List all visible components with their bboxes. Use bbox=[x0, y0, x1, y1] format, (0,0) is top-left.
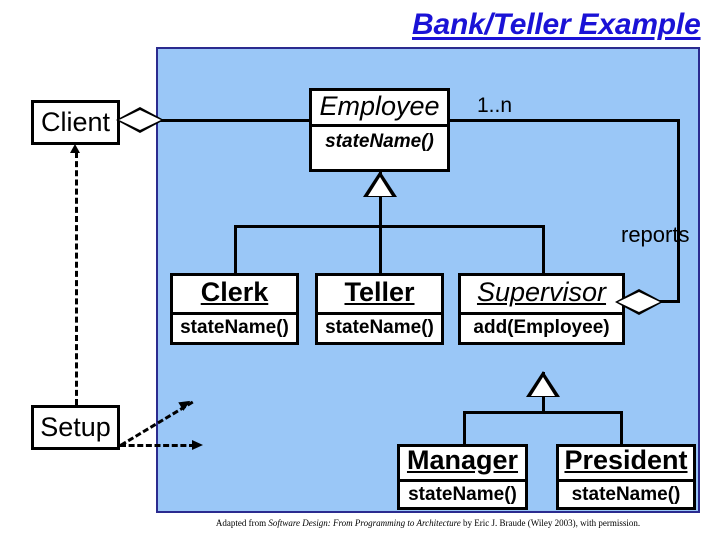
generalization-branch-supervisor bbox=[542, 225, 545, 273]
generalization-branch-manager bbox=[463, 411, 466, 444]
generalization-bus-employee bbox=[234, 225, 545, 228]
class-ops-clerk: stateName() bbox=[180, 317, 289, 338]
class-divider-clerk bbox=[173, 312, 296, 315]
aggregation-diamond-supervisor bbox=[615, 289, 663, 315]
class-divider-teller bbox=[318, 312, 441, 315]
dependency-arrowhead-client bbox=[70, 144, 80, 153]
class-name-setup: Setup bbox=[40, 412, 111, 442]
class-box-manager[interactable]: Manager stateName() bbox=[397, 444, 528, 510]
dependency-line-setup-teller bbox=[120, 444, 195, 447]
aggregation-diamond-client bbox=[116, 107, 164, 133]
footer-book-title: Software Design: From Programming to Arc… bbox=[268, 518, 461, 528]
dependency-line-setup-client bbox=[75, 152, 78, 405]
class-divider-manager bbox=[400, 479, 525, 482]
reports-label: reports bbox=[621, 222, 690, 247]
dependency-arrowhead-teller bbox=[192, 440, 203, 450]
class-name-clerk: Clerk bbox=[200, 277, 269, 307]
class-name-employee: Employee bbox=[319, 91, 440, 121]
class-name-teller: Teller bbox=[344, 277, 415, 307]
class-divider-supervisor bbox=[461, 312, 622, 315]
class-box-setup[interactable]: Setup bbox=[31, 405, 120, 450]
class-ops-teller: stateName() bbox=[325, 317, 434, 338]
class-name-manager: Manager bbox=[406, 445, 519, 475]
class-box-client[interactable]: Client bbox=[31, 100, 120, 145]
reports-line-vertical bbox=[677, 119, 680, 303]
class-box-clerk[interactable]: Clerk stateName() bbox=[170, 273, 299, 345]
generalization-branch-clerk bbox=[234, 225, 237, 273]
class-divider-president bbox=[559, 479, 693, 482]
footer-prefix: Adapted from bbox=[215, 518, 269, 528]
class-name-president: President bbox=[564, 445, 688, 475]
class-ops-president: stateName() bbox=[571, 484, 681, 505]
footer-suffix: by Eric J. Braude (Wiley 2003), with per… bbox=[460, 518, 641, 528]
class-name-client: Client bbox=[40, 107, 111, 137]
attribution-footer: Adapted from Software Design: From Progr… bbox=[156, 518, 700, 528]
class-box-employee[interactable]: Employee stateName() bbox=[309, 88, 450, 172]
class-ops-manager: stateName() bbox=[408, 484, 517, 505]
class-ops-employee: stateName() bbox=[325, 131, 434, 152]
class-box-supervisor[interactable]: Supervisor add(Employee) bbox=[458, 273, 625, 345]
class-box-president[interactable]: President stateName() bbox=[556, 444, 696, 510]
class-ops-supervisor: add(Employee) bbox=[473, 317, 610, 338]
class-name-supervisor: Supervisor bbox=[476, 277, 607, 307]
page-title: Bank/Teller Example bbox=[412, 8, 701, 41]
generalization-trunk-employee bbox=[379, 172, 382, 226]
class-box-teller[interactable]: Teller stateName() bbox=[315, 273, 444, 345]
generalization-branch-president bbox=[620, 411, 623, 444]
generalization-branch-teller bbox=[379, 225, 382, 273]
class-divider-employee bbox=[312, 124, 447, 127]
multiplicity-label: 1..n bbox=[477, 94, 513, 117]
generalization-bus-supervisor bbox=[463, 411, 623, 414]
